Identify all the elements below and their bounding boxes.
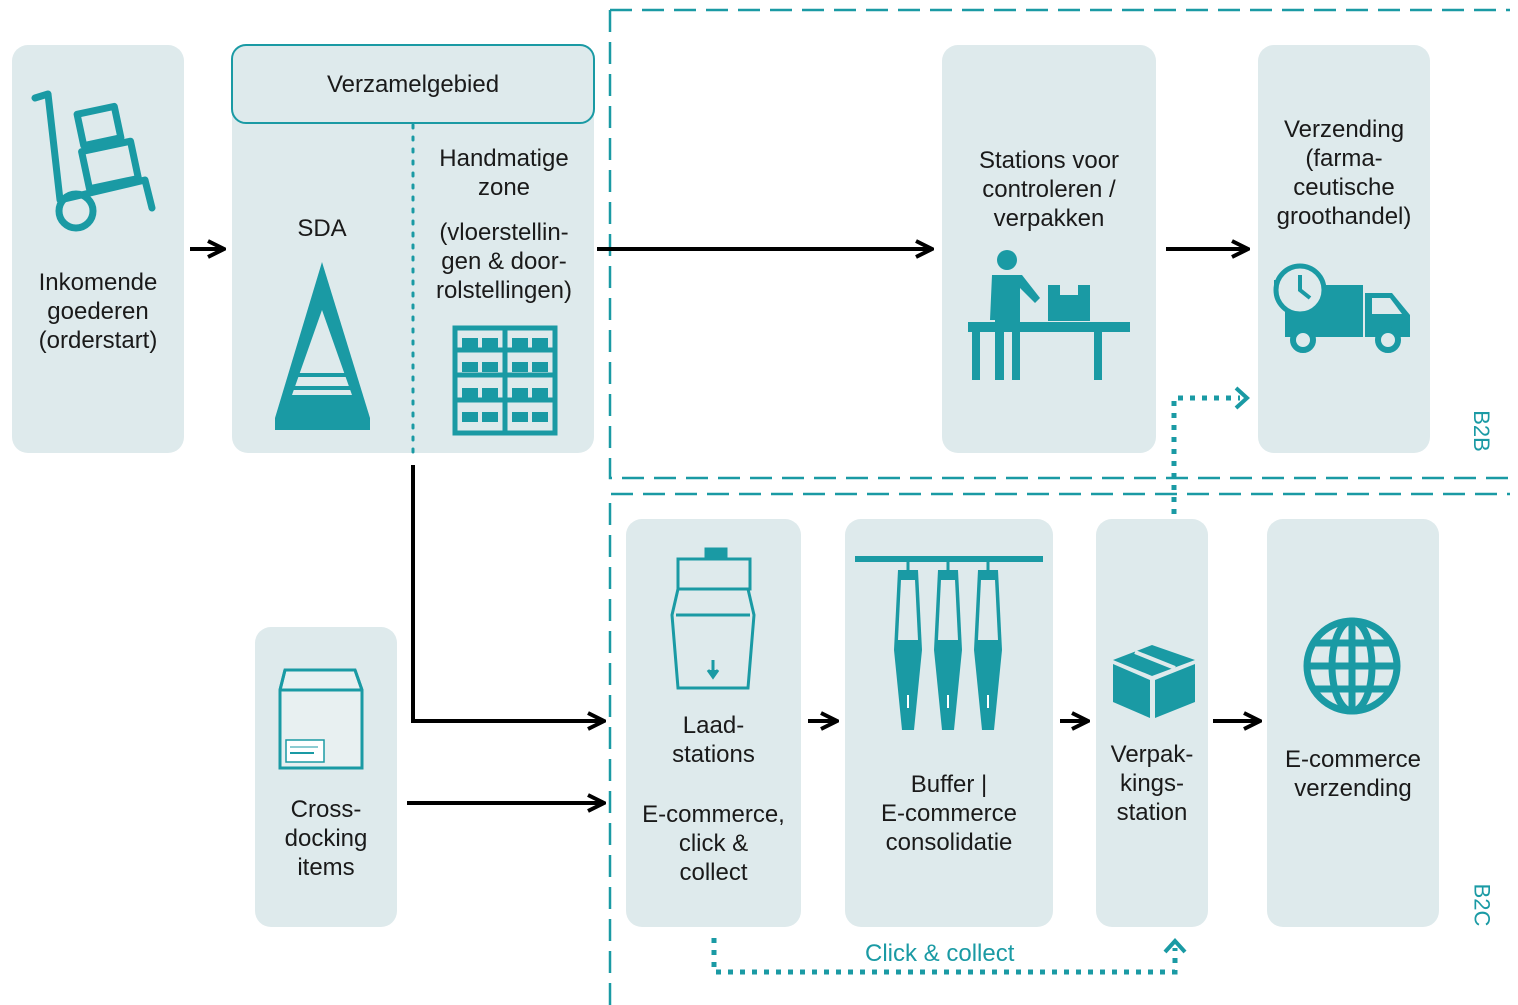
shelving-rack-icon bbox=[452, 325, 558, 436]
teal-dotted-paths bbox=[711, 395, 1240, 975]
loading-subtitle: E-commerce, click & collect bbox=[626, 800, 801, 887]
sda-label: SDA bbox=[262, 214, 382, 243]
dotted-arrowhead-cc bbox=[1163, 938, 1187, 954]
click-collect-label: Click & collect bbox=[865, 940, 1014, 968]
ecom-shipping-text: E-commerce verzending bbox=[1284, 746, 1422, 802]
parcel-box-icon bbox=[1113, 645, 1195, 718]
globe-icon bbox=[1303, 617, 1401, 715]
incoming-text: Inkomende goederen (orderstart) bbox=[38, 269, 158, 354]
check-pack-label: Stations voor controleren / verpakken bbox=[942, 146, 1156, 233]
ecom-shipping-box bbox=[1267, 519, 1439, 927]
incoming-label: Inkomende goederen (orderstart) bbox=[12, 268, 184, 355]
a-frame-dispenser-icon bbox=[275, 262, 370, 430]
pocket-sorter-icon bbox=[855, 556, 1043, 730]
packing-text: Verpak- kings- station bbox=[1110, 741, 1194, 826]
b2b-zone-text: B2B bbox=[1468, 410, 1494, 452]
collection-area-header: Verzamelgebied bbox=[232, 70, 594, 99]
loading-title-text: Laad- stations bbox=[672, 712, 755, 768]
delivery-truck-icon bbox=[1273, 263, 1410, 353]
manual-zone-title-text: Handmatige zone bbox=[439, 145, 569, 201]
check-pack-text: Stations voor controleren / verpakken bbox=[978, 147, 1120, 232]
loading-title: Laad- stations bbox=[626, 711, 801, 769]
loading-box bbox=[626, 519, 801, 927]
b2b-shipping-label: Verzending (farma- ceutische groothandel… bbox=[1258, 115, 1430, 231]
b2c-zone-border bbox=[608, 492, 1510, 1005]
b2b-shipping-text: Verzending (farma- ceutische groothandel… bbox=[1276, 116, 1412, 230]
collection-area-text: Verzamelgebied bbox=[326, 71, 500, 98]
flow-arrows bbox=[190, 249, 1260, 803]
click-collect-text: Click & collect bbox=[865, 940, 1015, 967]
dotted-packing-to-b2b bbox=[1171, 395, 1240, 514]
b2c-zone-text: B2C bbox=[1469, 883, 1495, 927]
sda-text: SDA bbox=[297, 215, 347, 242]
b2c-zone-label: B2C bbox=[1468, 884, 1494, 927]
hand-truck-icon bbox=[31, 90, 156, 232]
collection-area-header-box bbox=[231, 44, 595, 124]
manual-zone-subtitle: (vloerstellin- gen & door- rolstellingen… bbox=[420, 218, 588, 305]
b2b-zone-border bbox=[608, 8, 1510, 480]
check-pack-box bbox=[942, 45, 1156, 453]
ecom-shipping-label: E-commerce verzending bbox=[1267, 745, 1439, 803]
loading-subtitle-text: E-commerce, click & collect bbox=[642, 801, 785, 886]
manual-zone-title: Handmatige zone bbox=[420, 144, 588, 202]
loading-bag-icon bbox=[670, 547, 756, 690]
b2b-zone-label: B2B bbox=[1468, 410, 1494, 452]
packing-box bbox=[1096, 519, 1208, 927]
arrow-sda-to-loading bbox=[411, 465, 604, 721]
packing-label: Verpak- kings- station bbox=[1096, 740, 1208, 827]
buffer-label: Buffer | E-commerce consolidatie bbox=[845, 770, 1053, 857]
crossdock-text: Cross- docking items bbox=[284, 796, 368, 881]
dotted-click-collect bbox=[711, 938, 1178, 975]
crossdock-label: Cross- docking items bbox=[255, 795, 397, 882]
buffer-text: Buffer | E-commerce consolidatie bbox=[880, 771, 1018, 856]
dotted-arrowhead-b2b bbox=[1234, 386, 1250, 410]
worker-packing-icon bbox=[968, 250, 1130, 380]
paper-bag-icon bbox=[278, 668, 364, 770]
incoming-box bbox=[12, 45, 184, 453]
manual-zone-subtitle-text: (vloerstellin- gen & door- rolstellingen… bbox=[435, 219, 573, 304]
b2b-shipping-box bbox=[1258, 45, 1430, 453]
